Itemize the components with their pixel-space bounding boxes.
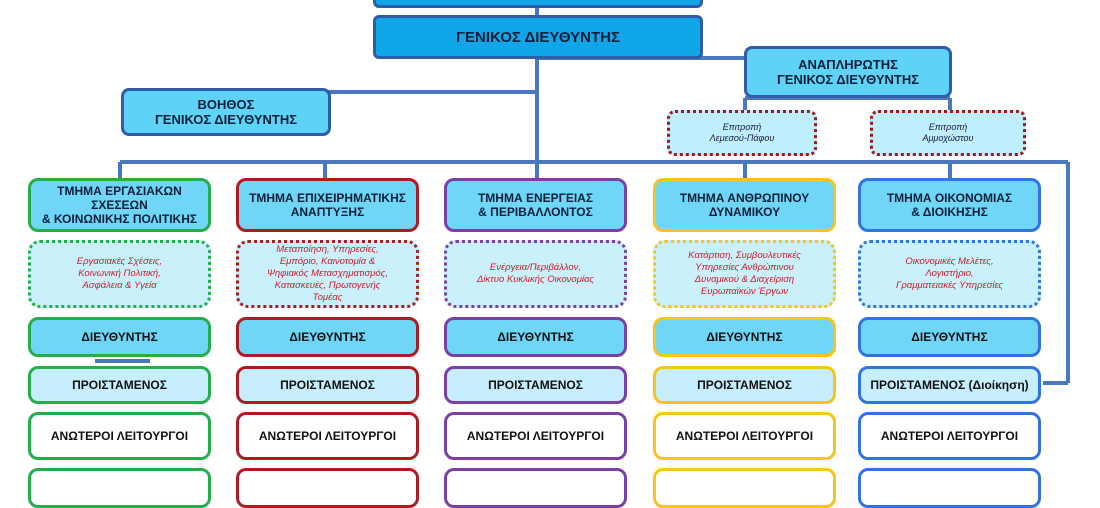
head-officer-label: ΠΡΟΙΣΤΑΜΕΝΟΣ [697,378,792,392]
committee-limassol-paphos: Επιτροπή Λεμεσού-Πάφου [667,110,817,156]
senior-officers-box: ΑΝΩΤΕΡΟΙ ΛΕΙΤΟΥΡΓΟΙ [858,412,1041,460]
senior-label: ΑΝΩΤΕΡΟΙ ΛΕΙΤΟΥΡΓΟΙ [466,429,605,443]
department-description-line: Τομέας [312,292,343,303]
senior-label: ΑΝΩΤΕΡΟΙ ΛΕΙΤΟΥΡΓΟΙ [50,429,189,443]
department-description-line: Ασφάλεια & Υγεία [82,280,157,291]
committee-label: Επιτροπή [722,122,762,132]
department-title-line: ΤΜΗΜΑ ΕΡΓΑΣΙΑΚΩΝ [57,184,182,198]
department-title-line: ΣΧΕΣΕΩΝ [91,198,148,212]
top-box-partial [373,0,703,8]
department-description-line: Οικονομικές Μελέτες, [905,256,994,267]
deputy-director-box: ΑΝΑΠΛΗΡΩΤΗΣ ΓΕΝΙΚΟΣ ΔΙΕΥΘΥΝΤΗΣ [744,46,952,98]
head-officer-label: ΠΡΟΙΣΤΑΜΕΝΟΣ [280,378,375,392]
head-officer-box: ΠΡΟΙΣΤΑΜΕΝΟΣ [444,366,627,404]
head-officer-label: ΠΡΟΙΣΤΑΜΕΝΟΣ [488,378,583,392]
assistant-director-box: ΒΟΗΘΟΣ ΓΕΝΙΚΟΣ ΔΙΕΥΘΥΝΤΗΣ [121,88,331,136]
department-title-line: ΔΥΝΑΜΙΚΟΥ [708,205,781,219]
department-description-line: Υπηρεσίες Ανθρώπινου [695,262,794,273]
department-title-line: & ΠΕΡΙΒΑΛΛΟΝΤΟΣ [478,205,593,219]
committee-label: Επιτροπή [928,122,968,132]
department-title-line: ΤΜΗΜΑ ΕΠΙΧΕΙΡΗΜΑΤΙΚΗΣ [249,191,406,205]
department-title-line: & ΚΟΙΝΩΝΙΚΗΣ ΠΟΛΙΤΙΚΗΣ [41,212,198,226]
lower-level-box-partial [444,468,627,508]
director-label: ΔΙΕΥΘΥΝΤΗΣ [497,330,574,344]
head-officer-box: ΠΡΟΙΣΤΑΜΕΝΟΣ [653,366,836,404]
department-title-box: ΤΜΗΜΑ ΕΝΕΡΓΕΙΑΣ& ΠΕΡΙΒΑΛΛΟΝΤΟΣ [444,178,627,232]
lower-level-box-partial [236,468,419,508]
department-description-line: Εμπόριο, Καινοτομία & [279,256,376,267]
department-title-box: ΤΜΗΜΑ ΟΙΚΟΝΟΜΙΑΣ& ΔΙΟΙΚΗΣΗΣ [858,178,1041,232]
department-title-line: ΤΜΗΜΑ ΕΝΕΡΓΕΙΑΣ [477,191,594,205]
deputy-line1: ΑΝΑΠΛΗΡΩΤΗΣ [798,57,898,72]
director-box: ΔΙΕΥΘΥΝΤΗΣ [28,317,211,357]
department-description-box: Ενέργεια/Περιβάλλον,Δίκτυο Κυκλικής Οικο… [444,240,627,308]
lower-level-box-partial [653,468,836,508]
director-label: ΔΙΕΥΘΥΝΤΗΣ [289,330,366,344]
committee-famagusta: Επιτροπή Αμμοχώστου [870,110,1026,156]
director-box: ΔΙΕΥΘΥΝΤΗΣ [858,317,1041,357]
senior-label: ΑΝΩΤΕΡΟΙ ΛΕΙΤΟΥΡΓΟΙ [675,429,814,443]
department-description-line: Δυναμικού & Διαχείριση [694,274,795,285]
director-label: ΔΙΕΥΘΥΝΤΗΣ [81,330,158,344]
senior-officers-box: ΑΝΩΤΕΡΟΙ ΛΕΙΤΟΥΡΓΟΙ [28,412,211,460]
department-description-line: Δίκτυο Κυκλικής Οικονομίας [476,274,595,285]
senior-label: ΑΝΩΤΕΡΟΙ ΛΕΙΤΟΥΡΓΟΙ [880,429,1019,443]
head-officer-label: ΠΡΟΙΣΤΑΜΕΝΟΣ (Διοίκηση) [870,378,1029,392]
department-description-line: Ενέργεια/Περιβάλλον, [489,262,582,273]
head-officer-box: ΠΡΟΙΣΤΑΜΕΝΟΣ [236,366,419,404]
department-title-line: ΤΜΗΜΑ ΑΝΘΡΩΠΙΝΟΥ [679,191,810,205]
assistant-line2: ΓΕΝΙΚΟΣ ΔΙΕΥΘΥΝΤΗΣ [154,112,298,127]
department-description-line: Λογιστήριο, [925,268,974,279]
senior-officers-box: ΑΝΩΤΕΡΟΙ ΛΕΙΤΟΥΡΓΟΙ [444,412,627,460]
head-officer-box: ΠΡΟΙΣΤΑΜΕΝΟΣ [28,366,211,404]
department-title-line: ΑΝΑΠΤΥΞΗΣ [290,205,365,219]
department-title-line: & ΔΙΟΙΚΗΣΗΣ [911,205,988,219]
senior-officers-box: ΑΝΩΤΕΡΟΙ ΛΕΙΤΟΥΡΓΟΙ [236,412,419,460]
director-label: ΔΙΕΥΘΥΝΤΗΣ [706,330,783,344]
department-description-box: Οικονομικές Μελέτες,Λογιστήριο,Γραμματει… [858,240,1041,308]
director-box: ΔΙΕΥΘΥΝΤΗΣ [236,317,419,357]
department-description-line: Γραμματειακές Υπηρεσίες [895,280,1004,291]
head-officer-box: ΠΡΟΙΣΤΑΜΕΝΟΣ (Διοίκηση) [858,366,1041,404]
department-description-line: Κοινωνική Πολιτική, [78,268,161,279]
senior-officers-box: ΑΝΩΤΕΡΟΙ ΛΕΙΤΟΥΡΓΟΙ [653,412,836,460]
department-description-line: Μεταποίηση, Υπηρεσίες, [276,244,379,255]
deputy-line2: ΓΕΝΙΚΟΣ ΔΙΕΥΘΥΝΤΗΣ [776,72,920,87]
department-description-line: Κατάρτιση, Συμβουλευτικές [688,250,801,261]
department-description-line: Εργασιακές Σχέσεις, [76,256,163,267]
committee-region: Λεμεσού-Πάφου [709,133,775,143]
assistant-line1: ΒΟΗΘΟΣ [197,97,255,112]
department-description-line: Ψηφιακός Μετασχηματισμός, [267,268,388,279]
head-officer-label: ΠΡΟΙΣΤΑΜΕΝΟΣ [72,378,167,392]
director-label: ΔΙΕΥΘΥΝΤΗΣ [911,330,988,344]
department-title-line: ΤΜΗΜΑ ΟΙΚΟΝΟΜΙΑΣ [886,191,1013,205]
department-description-line: Ευρωπαϊκών Έργων [700,286,789,297]
committee-region: Αμμοχώστου [922,133,974,143]
director-box: ΔΙΕΥΘΥΝΤΗΣ [444,317,627,357]
lower-level-box-partial [858,468,1041,508]
department-description-box: Εργασιακές Σχέσεις,Κοινωνική Πολιτική,Ασ… [28,240,211,308]
director-box: ΔΙΕΥΘΥΝΤΗΣ [653,317,836,357]
lower-level-box-partial [28,468,211,508]
general-director-label: ΓΕΝΙΚΟΣ ΔΙΕΥΘΥΝΤΗΣ [456,28,620,46]
general-director-box: ΓΕΝΙΚΟΣ ΔΙΕΥΘΥΝΤΗΣ [373,15,703,59]
senior-label: ΑΝΩΤΕΡΟΙ ΛΕΙΤΟΥΡΓΟΙ [258,429,397,443]
department-description-box: Μεταποίηση, Υπηρεσίες,Εμπόριο, Καινοτομί… [236,240,419,308]
department-description-line: Κατασκευές, Πρωτογενής [274,280,381,291]
